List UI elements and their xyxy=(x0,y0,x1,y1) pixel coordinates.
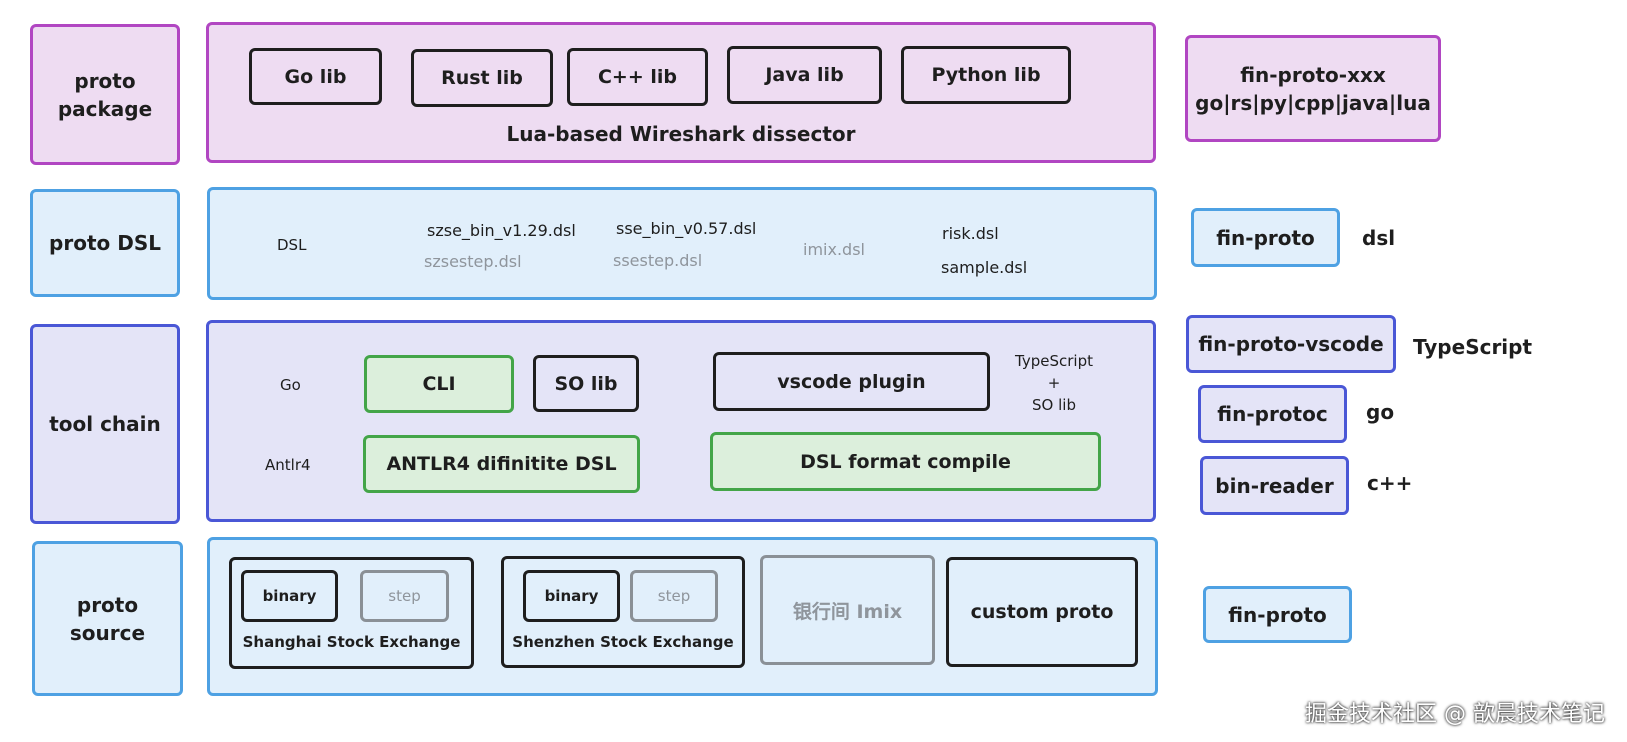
side-text-go: go xyxy=(1366,400,1395,424)
cpp-lib-box: C++ lib xyxy=(567,48,708,106)
row-label-proto-package: proto package xyxy=(30,24,180,165)
shenzhen-exchange-group xyxy=(501,556,745,668)
side-box-fin-proto-dsl: fin-proto xyxy=(1191,208,1340,267)
dsl-format-compile-box: DSL format compile xyxy=(710,432,1101,491)
toolchain-antlr4-label: Antlr4 xyxy=(265,456,311,474)
java-lib-box: Java lib xyxy=(727,46,882,104)
shanghai-step-box: step xyxy=(360,570,449,622)
row-label-tool-chain: tool chain xyxy=(30,324,180,524)
shanghai-exchange-group xyxy=(229,557,474,669)
go-lib-box: Go lib xyxy=(249,48,382,105)
shenzhen-exchange-label: Shenzhen Stock Exchange xyxy=(512,633,734,651)
vscode-plugin-box: vscode plugin xyxy=(713,352,990,411)
toolchain-go-label: Go xyxy=(280,376,301,394)
dsl-file-szsestep: szsestep.dsl xyxy=(424,252,522,271)
row-label-proto-dsl: proto DSL xyxy=(30,189,180,297)
side-text-typescript: TypeScript xyxy=(1413,335,1533,359)
side-box-fin-proto-source: fin-proto xyxy=(1203,586,1352,643)
side-box-fin-protoc: fin-protoc xyxy=(1198,385,1347,443)
dsl-file-szse-bin: szse_bin_v1.29.dsl xyxy=(427,221,576,240)
so-lib-box: SO lib xyxy=(533,355,639,412)
imix-box: 银行间 Imix xyxy=(760,555,935,665)
side-box-fin-proto-vscode: fin-proto-vscode xyxy=(1186,315,1396,373)
shanghai-binary-box: binary xyxy=(241,570,338,622)
side-box-fin-proto-xxx: fin-proto-xxx go|rs|py|cpp|java|lua xyxy=(1185,35,1441,142)
proto-package-panel xyxy=(206,22,1156,163)
antlr4-dsl-box: ANTLR4 difinitite DSL xyxy=(363,435,640,493)
watermark: 掘金技术社区 @ 歆晨技术笔记 xyxy=(1305,702,1605,727)
dsl-file-ssestep: ssestep.dsl xyxy=(613,251,703,270)
side-text-cpp: c++ xyxy=(1367,471,1413,495)
shenzhen-binary-box: binary xyxy=(523,570,620,622)
wireshark-dissector-caption: Lua-based Wireshark dissector xyxy=(506,122,856,146)
custom-proto-box: custom proto xyxy=(946,557,1138,667)
dsl-file-risk: risk.dsl xyxy=(942,224,999,243)
proto-dsl-panel xyxy=(207,187,1157,300)
dsl-file-sse-bin: sse_bin_v0.57.dsl xyxy=(616,219,757,238)
typescript-so-lib-note: TypeScript + SO lib xyxy=(1015,352,1093,414)
dsl-file-sample: sample.dsl xyxy=(941,258,1028,277)
rust-lib-box: Rust lib xyxy=(411,49,553,107)
side-text-dsl: dsl xyxy=(1362,226,1396,250)
row-label-proto-source: proto source xyxy=(32,541,183,696)
dsl-prefix-label: DSL xyxy=(277,236,307,254)
shanghai-exchange-label: Shanghai Stock Exchange xyxy=(242,633,461,651)
dsl-file-imix: imix.dsl xyxy=(803,240,865,259)
cli-box: CLI xyxy=(364,355,514,413)
shenzhen-step-box: step xyxy=(630,570,718,622)
python-lib-box: Python lib xyxy=(901,46,1071,104)
side-box-bin-reader: bin-reader xyxy=(1200,456,1349,515)
